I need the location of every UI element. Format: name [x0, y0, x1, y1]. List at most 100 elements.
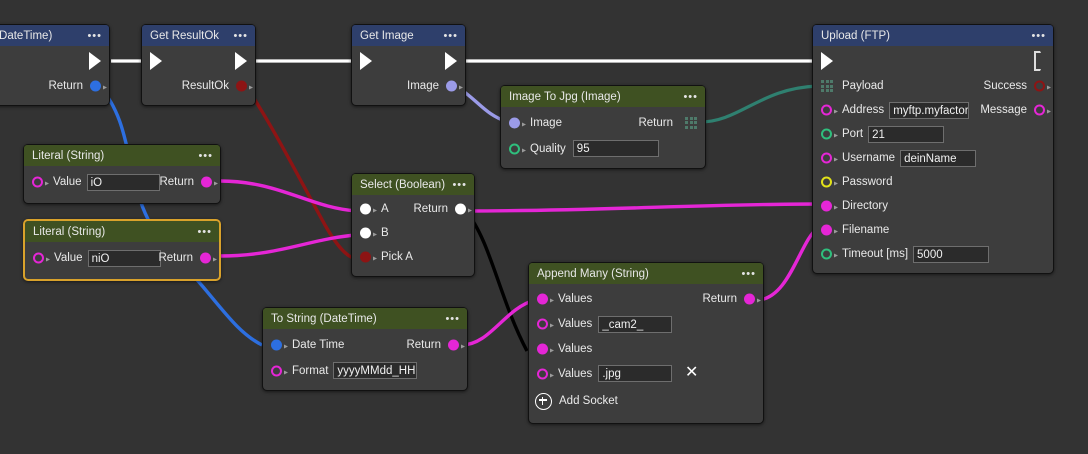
- input-row-directory[interactable]: Directory: [813, 194, 1053, 218]
- input-row-values-1[interactable]: Values _cam2_: [529, 312, 763, 336]
- node-menu-icon[interactable]: •••: [233, 29, 248, 42]
- values-field[interactable]: .jpg: [598, 365, 673, 382]
- input-pin-a[interactable]: [360, 203, 377, 215]
- username-field[interactable]: deinName: [900, 149, 977, 167]
- input-row-port[interactable]: Port 21: [813, 122, 1053, 146]
- node-select-boolean[interactable]: Select (Boolean) ••• A Return B Pick A: [351, 173, 475, 277]
- node-menu-icon[interactable]: •••: [741, 267, 756, 280]
- output-pin-datetime[interactable]: [90, 80, 107, 92]
- output-pin-boolean[interactable]: [236, 80, 253, 92]
- node-menu-icon[interactable]: •••: [445, 312, 460, 325]
- output-pin-return[interactable]: [455, 203, 472, 215]
- exec-out-icon[interactable]: [235, 52, 247, 70]
- timeout-field[interactable]: 5000: [913, 245, 990, 263]
- node-now-datetime[interactable]: Now (DateTime) ••• Return: [0, 24, 110, 106]
- port-field[interactable]: 21: [868, 125, 945, 143]
- node-menu-icon[interactable]: •••: [683, 90, 698, 103]
- node-header[interactable]: To String (DateTime) •••: [263, 308, 467, 329]
- input-pin-username[interactable]: [821, 152, 838, 164]
- format-field[interactable]: yyyyMMdd_HH: [333, 362, 418, 379]
- address-field[interactable]: myftp.myfactor: [889, 101, 970, 119]
- input-pin-address[interactable]: [821, 104, 838, 116]
- input-row-username[interactable]: Username deinName: [813, 146, 1053, 170]
- exec-in-icon[interactable]: [821, 52, 833, 70]
- input-pin-format[interactable]: [271, 365, 288, 376]
- node-header[interactable]: Now (DateTime) •••: [0, 25, 109, 46]
- node-header[interactable]: Select (Boolean) •••: [352, 174, 474, 195]
- node-header[interactable]: Get ResultOk •••: [142, 25, 255, 46]
- input-row-datetime[interactable]: Date Time Return: [263, 331, 467, 358]
- node-menu-icon[interactable]: •••: [87, 29, 102, 42]
- input-row-b[interactable]: B: [352, 221, 474, 245]
- node-header[interactable]: Image To Jpg (Image) •••: [501, 86, 705, 107]
- exec-in-icon[interactable]: [360, 52, 372, 70]
- quality-field[interactable]: 95: [572, 140, 659, 157]
- exec-out-icon[interactable]: [1034, 51, 1045, 71]
- input-pin-values[interactable]: [537, 293, 554, 305]
- input-pin-directory[interactable]: [821, 200, 838, 212]
- node-header[interactable]: Append Many (String) •••: [529, 263, 763, 284]
- node-literal-string-nio[interactable]: Literal (String) ••• Value niO Return: [23, 219, 221, 281]
- add-socket-button[interactable]: Add Socket: [529, 391, 763, 411]
- output-pin-bytes-array[interactable]: [685, 116, 697, 129]
- output-row-image[interactable]: Image: [352, 74, 465, 98]
- input-pin-values[interactable]: [537, 318, 554, 330]
- output-pin-return[interactable]: [200, 252, 217, 264]
- node-menu-icon[interactable]: •••: [443, 29, 458, 42]
- node-header[interactable]: Literal (String) •••: [24, 145, 220, 166]
- node-menu-icon[interactable]: •••: [198, 149, 213, 162]
- input-row-password[interactable]: Password: [813, 170, 1053, 194]
- output-pin-return[interactable]: [744, 293, 761, 305]
- output-pin-return[interactable]: [448, 339, 465, 350]
- input-row-quality[interactable]: Quality 95: [501, 136, 705, 161]
- exec-in-icon[interactable]: [150, 52, 162, 70]
- node-get-image[interactable]: Get Image ••• Image: [351, 24, 466, 106]
- values-field[interactable]: _cam2_: [598, 315, 673, 333]
- input-pin-value[interactable]: [33, 252, 50, 264]
- output-row-return[interactable]: Return: [0, 74, 109, 98]
- input-row-filename[interactable]: Filename: [813, 218, 1053, 242]
- node-header[interactable]: Get Image •••: [352, 25, 465, 46]
- input-row-format[interactable]: Format yyyyMMdd_HH: [263, 358, 467, 383]
- input-pin-payload-bytes[interactable]: [821, 80, 833, 92]
- value-field[interactable]: niO: [87, 249, 161, 267]
- value-row[interactable]: Value iO Return: [24, 168, 220, 196]
- input-pin-quality[interactable]: [509, 143, 526, 154]
- input-pin-b[interactable]: [360, 227, 377, 239]
- input-row-a[interactable]: A Return: [352, 197, 474, 221]
- input-pin-timeout[interactable]: [821, 248, 838, 260]
- node-literal-string-io[interactable]: Literal (String) ••• Value iO Return: [23, 144, 221, 204]
- input-pin-port[interactable]: [821, 128, 838, 140]
- output-pin-image[interactable]: [446, 80, 463, 92]
- node-get-resultok[interactable]: Get ResultOk ••• ResultOk: [141, 24, 256, 106]
- node-header[interactable]: Literal (String) •••: [25, 221, 219, 242]
- input-pin-filename[interactable]: [821, 224, 838, 236]
- input-pin-values[interactable]: [537, 343, 554, 354]
- output-row-resultok[interactable]: ResultOk: [142, 74, 255, 98]
- node-header[interactable]: Upload (FTP) •••: [813, 25, 1053, 46]
- node-append-many-string[interactable]: Append Many (String) ••• Values Return V…: [528, 262, 764, 424]
- input-row-values-0[interactable]: Values Return: [529, 286, 763, 312]
- input-row-values-2[interactable]: Values: [529, 336, 763, 361]
- input-row-pick-a[interactable]: Pick A: [352, 245, 474, 269]
- value-field[interactable]: iO: [86, 173, 160, 191]
- exec-out-icon[interactable]: [445, 52, 457, 70]
- value-row[interactable]: Value niO Return: [25, 244, 219, 272]
- input-row-address[interactable]: Address myftp.myfactor Message: [813, 98, 1053, 122]
- input-pin-password[interactable]: [821, 176, 838, 188]
- input-row-timeout[interactable]: Timeout [ms] 5000: [813, 242, 1053, 266]
- node-upload-ftp[interactable]: Upload (FTP) ••• Payload Success Address…: [812, 24, 1054, 274]
- input-pin-image[interactable]: [509, 117, 526, 128]
- node-menu-icon[interactable]: •••: [1031, 29, 1046, 42]
- node-menu-icon[interactable]: •••: [197, 225, 212, 238]
- input-pin-pick-a[interactable]: [360, 251, 377, 263]
- input-row-payload[interactable]: Payload Success: [813, 74, 1053, 98]
- remove-socket-icon[interactable]: ✕: [685, 364, 699, 381]
- exec-out-icon[interactable]: [89, 52, 101, 70]
- output-pin-message[interactable]: [1034, 104, 1051, 116]
- input-row-values-3[interactable]: Values .jpg ✕: [529, 361, 763, 386]
- input-pin-value[interactable]: [32, 176, 49, 188]
- node-menu-icon[interactable]: •••: [452, 178, 467, 191]
- input-pin-datetime[interactable]: [271, 339, 288, 350]
